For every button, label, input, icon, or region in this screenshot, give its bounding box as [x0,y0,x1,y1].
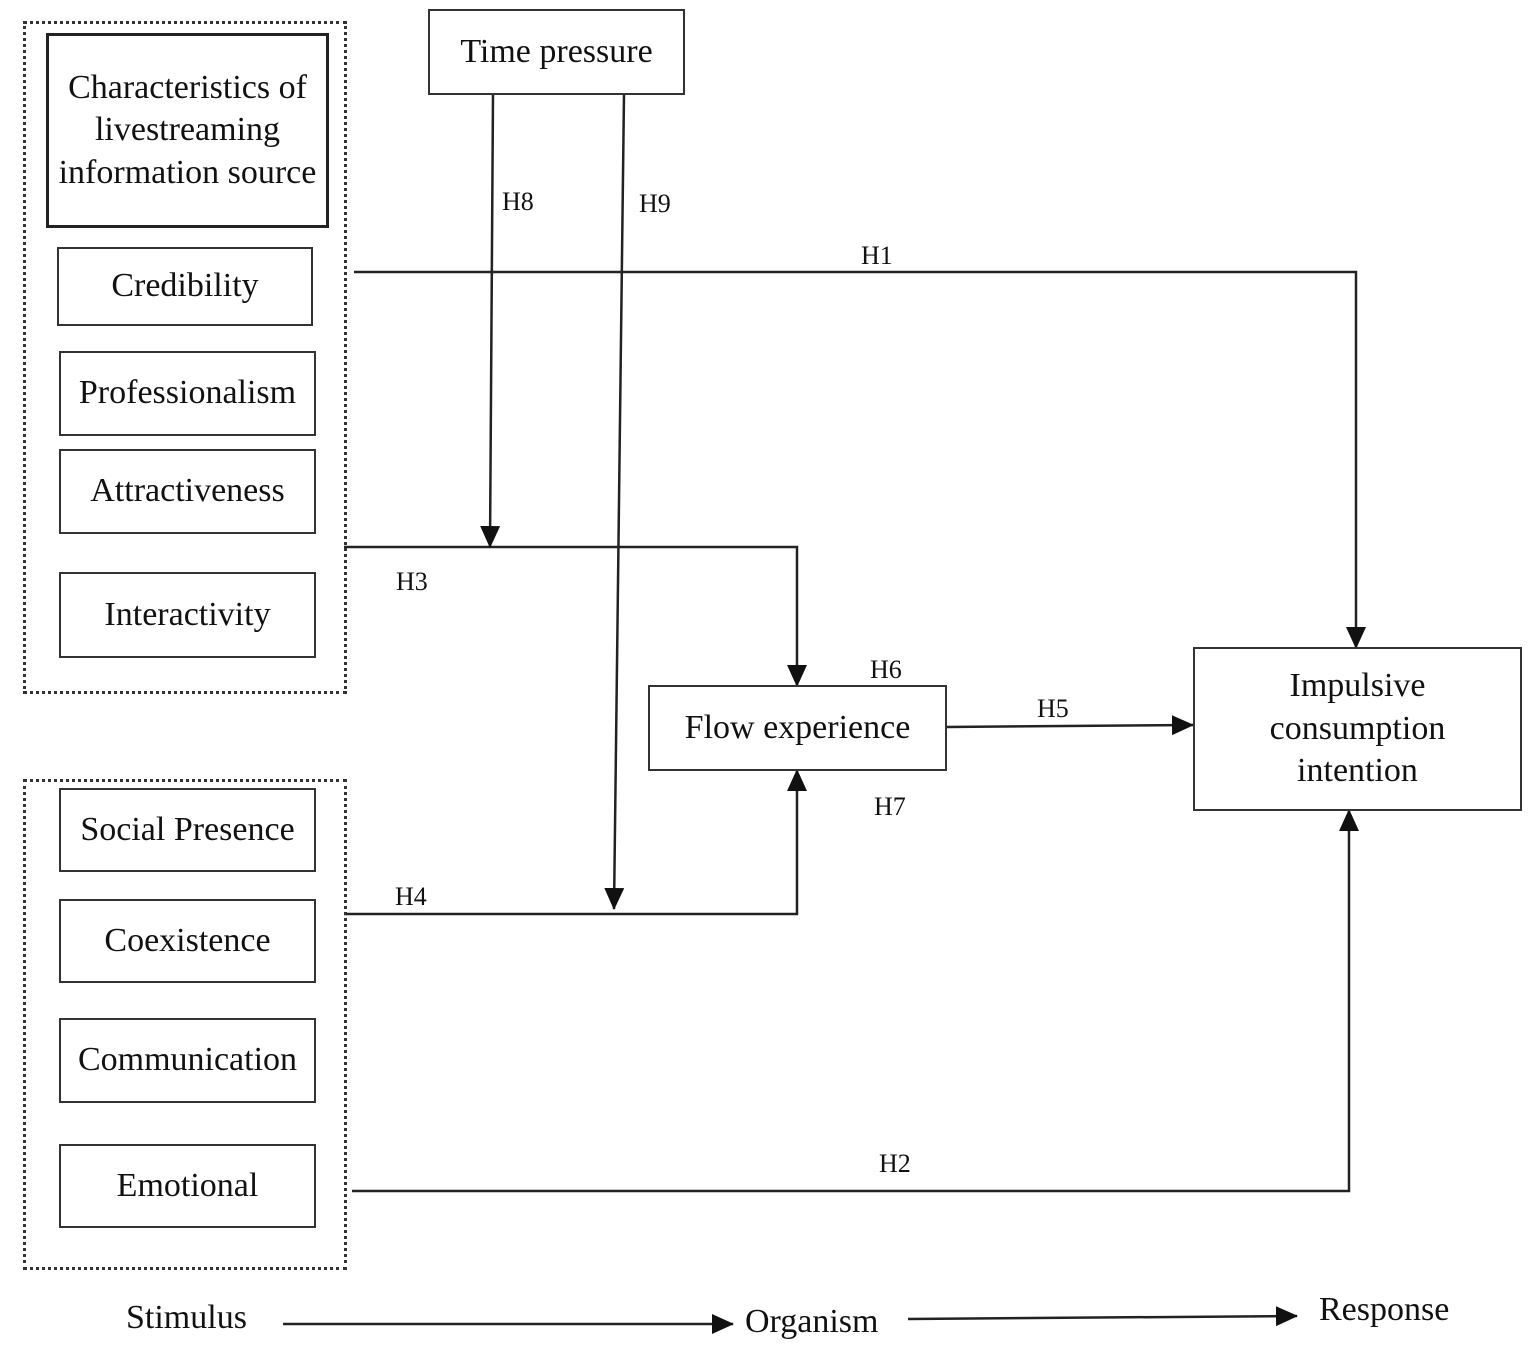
phase-stimulus-label: Stimulus [126,1299,247,1336]
edge-h9 [604,93,626,910]
node-coexistence: Coexistence [59,899,316,983]
phase-arrow-2 [907,1306,1298,1327]
node-communication-label: Communication [77,1041,298,1079]
hypothesis-h6-label: H6 [870,655,902,684]
phase-organism-label: Organism [745,1303,879,1340]
node-social-presence-label: Social Presence [80,810,295,848]
node-impulsive-consumption-intention: Impulsive consumption intention [1193,647,1522,811]
phase-response-label: Response [1319,1291,1450,1328]
node-coexistence-label: Coexistence [104,921,271,959]
hypothesis-h8-label: H8 [502,187,534,216]
node-impulsive-consumption-intention-label: Impulsive consumption intention [1269,667,1446,790]
node-flow-experience-label: Flow experience [684,708,911,746]
node-interactivity: Interactivity [59,572,316,658]
stimulus-group-social [23,779,347,1270]
hypothesis-h5-label: H5 [1037,694,1069,723]
hypothesis-h9-label: H9 [639,189,671,218]
source-characteristics-header: Characteristics of livestreaming informa… [46,33,329,228]
node-communication: Communication [59,1018,316,1103]
node-social-presence: Social Presence [59,788,316,872]
edge-h5 [945,715,1194,736]
node-attractiveness: Attractiveness [59,449,316,534]
source-characteristics-label: Characteristics of livestreaming informa… [58,68,317,191]
node-attractiveness-label: Attractiveness [90,472,285,510]
stimulus-group-source [23,21,347,694]
node-flow-experience: Flow experience [648,685,947,771]
node-professionalism: Professionalism [59,351,316,436]
hypothesis-h1-label: H1 [861,241,893,270]
node-time-pressure: Time pressure [428,9,685,95]
hypothesis-h3-label: H3 [396,567,428,596]
node-credibility-label: Credibility [111,267,259,305]
node-emotional: Emotional [59,1144,316,1228]
edge-h4 [344,769,807,916]
hypothesis-h7-label: H7 [874,792,906,821]
edge-h1 [354,270,1366,649]
node-professionalism-label: Professionalism [78,374,297,412]
node-interactivity-label: Interactivity [104,595,271,633]
hypothesis-h4-label: H4 [395,882,427,911]
node-credibility: Credibility [57,247,313,326]
node-emotional-label: Emotional [116,1166,259,1204]
hypothesis-h2-label: H2 [879,1149,911,1178]
edge-h2 [352,809,1359,1193]
node-time-pressure-label: Time pressure [460,32,653,70]
edge-h8 [480,93,501,548]
